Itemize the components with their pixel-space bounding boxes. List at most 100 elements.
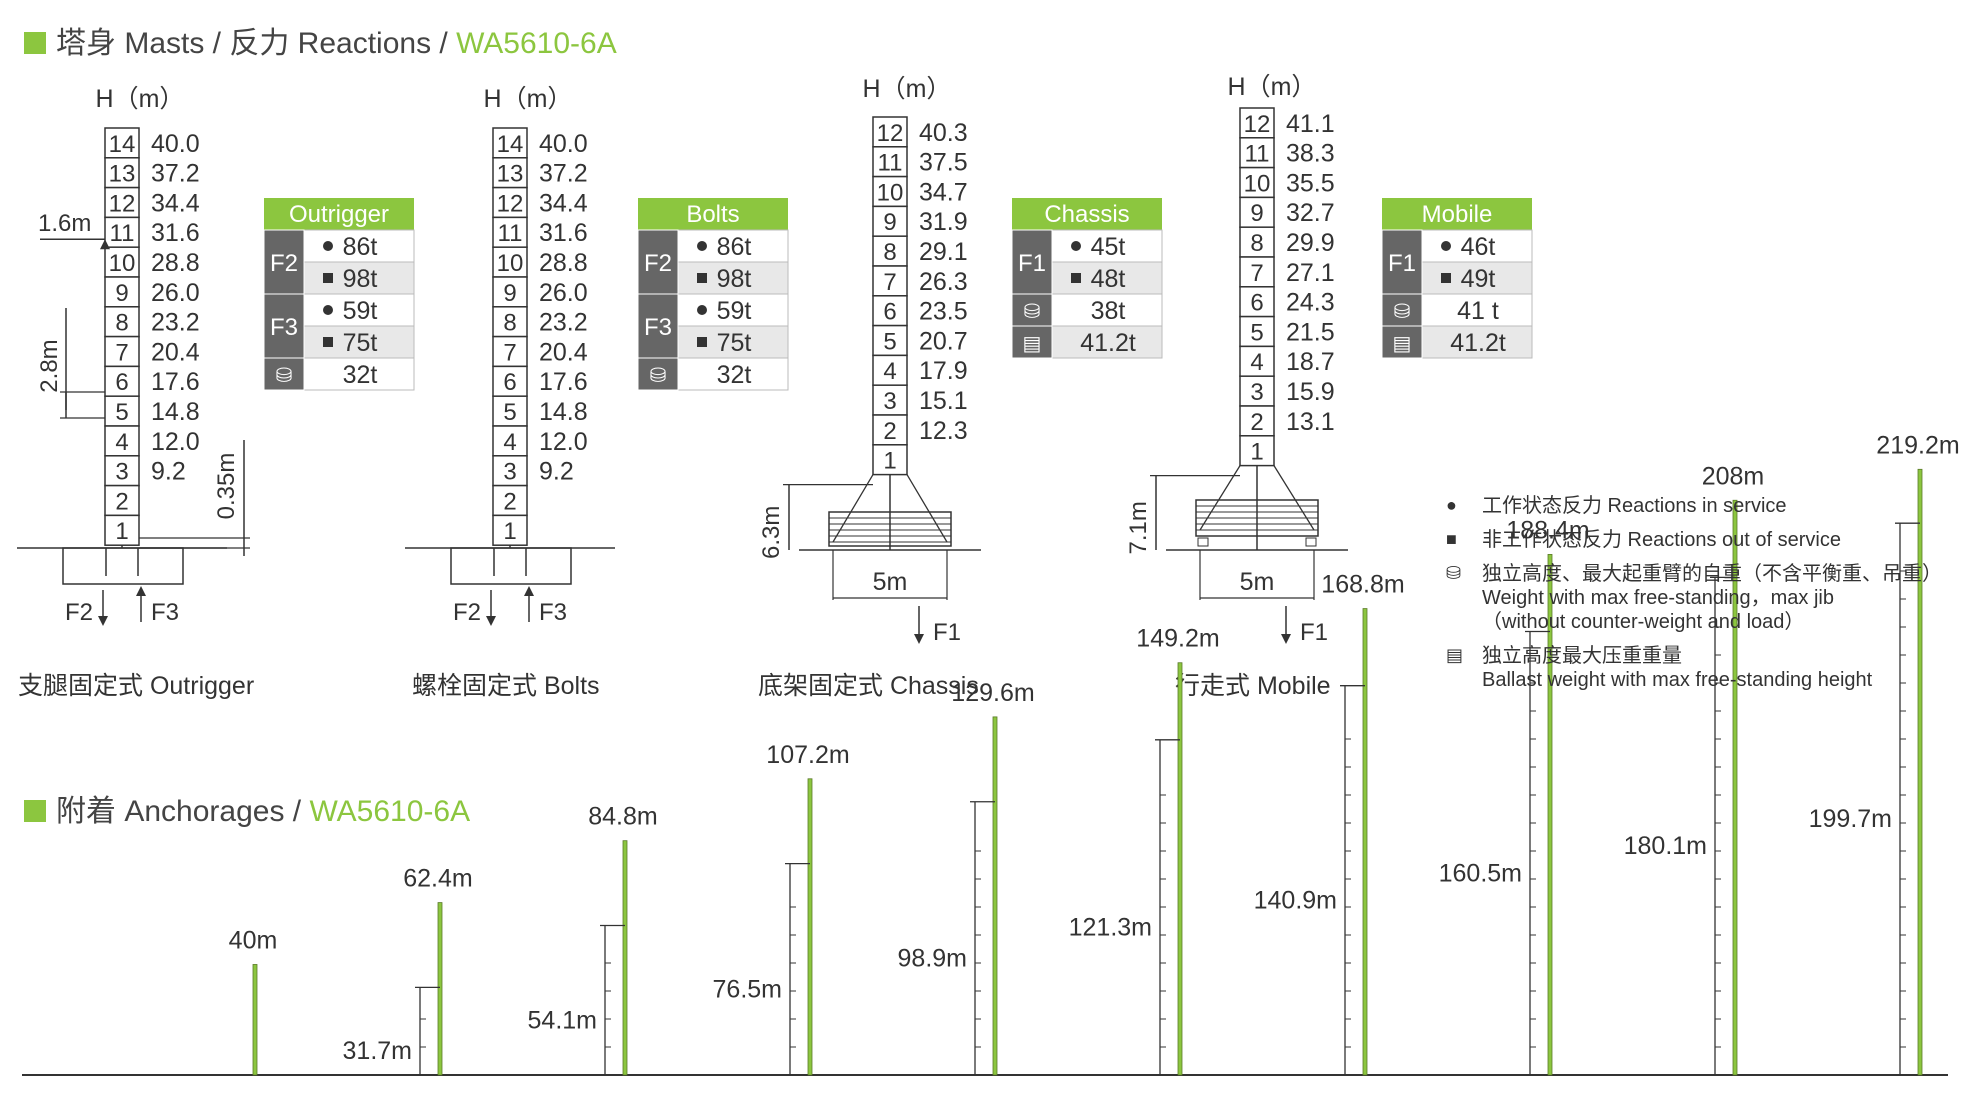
legend-line: 独立高度最大压重重量: [1482, 645, 1682, 667]
anchorages-section-title: 附着 Anchorages / WA5610-6A: [24, 786, 470, 830]
mast-section-number: 11: [1245, 141, 1270, 168]
table-title: Bolts: [686, 201, 739, 228]
mast-section-number: 9: [503, 280, 516, 307]
height-value: 28.8: [151, 249, 200, 277]
height-value: 14.8: [151, 398, 200, 426]
square-icon: [1071, 273, 1081, 283]
height-value: 26.0: [539, 279, 588, 307]
mast-section-number: 1: [1250, 439, 1263, 466]
mast-section: [492, 514, 528, 546]
group-label: F2: [270, 250, 298, 277]
mast-bar: [622, 840, 628, 1076]
mast-section-number: 5: [503, 399, 516, 426]
mast-section-number: 14: [109, 131, 136, 158]
mast-section-number: 12: [877, 120, 904, 147]
anchorages-title-text: 附着 Anchorages /: [56, 795, 310, 828]
mast-section-number: 2: [503, 488, 516, 515]
mast-section: [104, 484, 140, 517]
dot-icon: [323, 305, 333, 315]
square-icon: ■: [1446, 529, 1457, 549]
height-value: 37.2: [539, 160, 588, 188]
height-axis-label: H（m）: [863, 75, 952, 103]
height-value: 31.6: [539, 219, 588, 247]
mast-bar: [1917, 468, 1923, 1076]
mast-section-number: 7: [115, 339, 128, 366]
mast-section-number: 4: [115, 429, 128, 456]
anchorages-title-model: WA5610-6A: [309, 795, 471, 828]
mast-section: [872, 444, 908, 476]
height-value: 17.6: [539, 368, 588, 396]
mast-section: [872, 295, 908, 327]
group-label-cell: [1381, 229, 1423, 295]
table-header: [638, 198, 788, 230]
base-frame: [1195, 465, 1319, 547]
mast-section: [872, 116, 908, 148]
base-outline: [1195, 499, 1319, 537]
table-value: 86t: [717, 233, 752, 261]
height-value: 14.8: [539, 398, 588, 426]
table-value: 75t: [717, 329, 752, 357]
table-value: 41 t: [1457, 297, 1499, 325]
mast-section: [492, 455, 528, 487]
f1-arrow-head: [1281, 634, 1291, 644]
height-value: 38.3: [1286, 140, 1335, 168]
table-value: 41.2t: [1450, 329, 1506, 357]
mast-section: [872, 354, 908, 386]
table-header: [1382, 198, 1532, 230]
height-value: 15.1: [919, 387, 968, 415]
mast-section-number: 1: [883, 448, 896, 475]
legend-text: 非工作状态反力 Reactions out of service: [1482, 528, 1841, 552]
legend: ●工作状态反力 Reactions in service■非工作状态反力 Rea…: [1446, 494, 1966, 702]
mast-section: [104, 246, 140, 278]
height-value: 15.9: [1286, 378, 1335, 406]
mast-section-number: 3: [115, 459, 128, 486]
dim-label-height: 6.3m: [758, 506, 785, 559]
dot-icon: [1441, 241, 1451, 251]
height-value: 27.1: [1286, 259, 1335, 287]
mast-section: [492, 425, 528, 457]
height-value: 9.2: [151, 458, 186, 486]
table-value: 32t: [717, 361, 752, 389]
mast-section-number: 2: [883, 418, 896, 445]
height-value: 34.7: [919, 178, 968, 206]
mast-section: [1239, 345, 1275, 377]
total-height-label: 149.2m: [1136, 625, 1219, 653]
green-square-icon: [24, 32, 46, 54]
mast-bar: [807, 778, 813, 1076]
legend-line: 工作状态反力 Reactions in service: [1482, 495, 1787, 517]
height-value: 37.2: [151, 160, 200, 188]
mast-caption: 螺栓固定式 Bolts: [412, 672, 600, 700]
table-value: 45t: [1091, 233, 1126, 261]
dot-icon: [1071, 241, 1081, 251]
mast-section: [1239, 137, 1275, 169]
table-title: Outrigger: [289, 201, 389, 228]
total-height-label: 168.8m: [1321, 571, 1404, 599]
height-value: 12.0: [539, 428, 588, 456]
mast-section-number: 2: [1250, 409, 1263, 436]
table-cell: [1421, 229, 1533, 263]
mast-section-number: 11: [498, 220, 523, 247]
masts-title-text: 塔身 Masts / 反力 Reactions /: [56, 27, 457, 60]
table-label-cell: [1011, 293, 1053, 327]
mast-section-number: 4: [883, 358, 896, 385]
mast-section-number: 7: [503, 339, 516, 366]
height-axis-label: H（m）: [484, 85, 573, 113]
height-value: 20.4: [539, 338, 588, 366]
table-cell: [1421, 325, 1533, 359]
total-height-label: 208m: [1702, 462, 1765, 490]
dot-icon: [697, 241, 707, 251]
table-value: 98t: [717, 265, 752, 293]
mast-section: [1239, 256, 1275, 288]
weight-icon: ⛁: [276, 365, 293, 387]
legend-item: ■ 非工作状态反力 Reactions out of service: [1446, 528, 1966, 552]
table-cell: [677, 357, 789, 391]
mast-section-number: 6: [115, 369, 128, 396]
wheel: [1197, 537, 1209, 547]
f1-arrow-head: [914, 634, 924, 644]
